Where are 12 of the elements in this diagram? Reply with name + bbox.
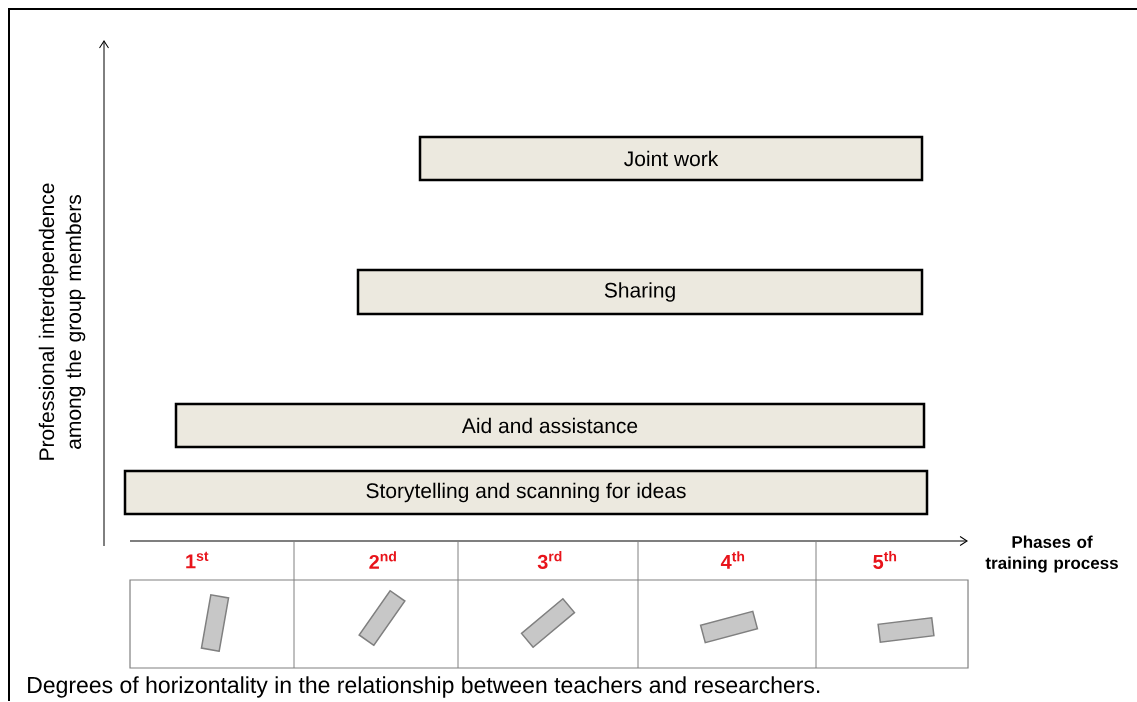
phase-number: 5$^{th}$ [873, 551, 897, 569]
phase-number: 4$^{th}$ [720, 551, 745, 569]
phase-number: 1$^{st}$ [186, 551, 209, 569]
phase-number: 2$^{nd}$ [369, 551, 396, 569]
axis-label: Professional interdependence among the group members [38, 183, 86, 460]
phase-number: 3$^{rd}$ [537, 551, 562, 569]
phase-bar: Sharing [356, 268, 924, 316]
phase-bar: Aid and assistance [174, 402, 926, 449]
axis-label: Phases of training process [985, 535, 1118, 573]
phase-bar: Storytelling and scanning for ideas [123, 469, 929, 516]
phase-bar: Joint work [418, 135, 924, 182]
caption: Degrees of horizontality in the relationship between teachers and researchers. [28, 676, 820, 698]
